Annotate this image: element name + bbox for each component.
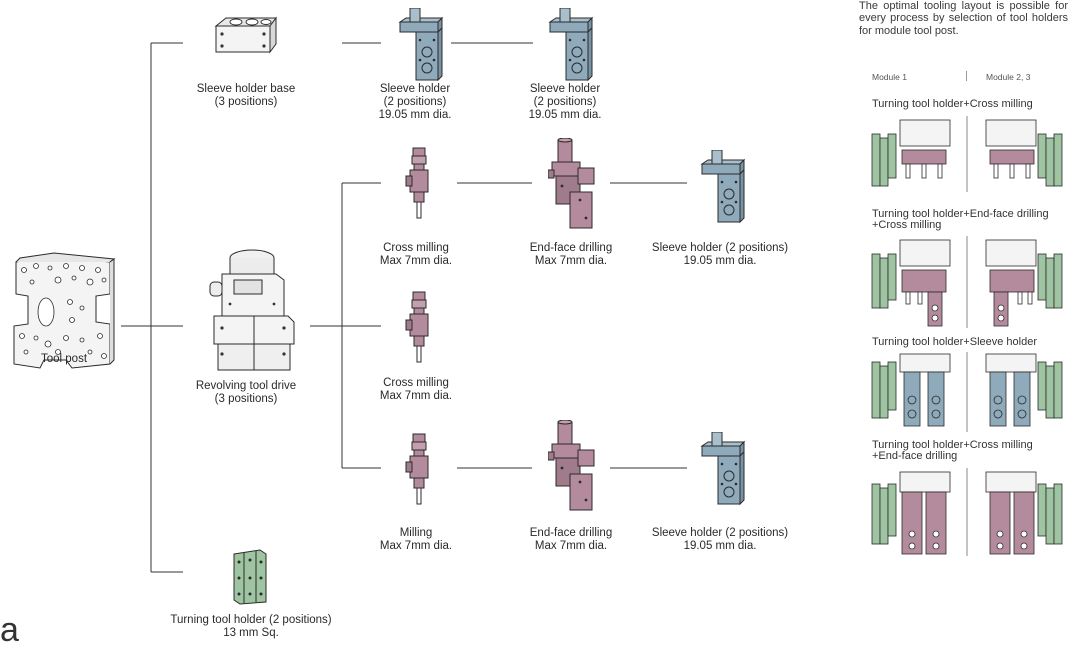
sleeve-holder-image: [548, 8, 594, 82]
config-title-turning-end-face-cross: Turning tool holder+End-face drilling +C…: [872, 209, 1049, 231]
sleeve-holder-label: Sleeve holder (2 positions) 19.05 mm dia…: [360, 83, 470, 122]
sleeve-holder-label: Sleeve holder (2 positions) 19.05 mm dia…: [640, 527, 800, 553]
config-illustration: [870, 236, 1068, 328]
revolving-tool-drive-image: [204, 244, 300, 374]
module-2-3-heading: Module 2, 3: [986, 72, 1030, 82]
end-face-drilling-label: End-face drilling Max 7mm dia.: [516, 242, 626, 268]
cross-milling-image: [404, 290, 434, 368]
config-illustration: [870, 468, 1068, 556]
config-illustration: [870, 352, 1068, 432]
config-illustration: [870, 116, 1068, 192]
sleeve-holder-base-label: Sleeve holder base (3 positions): [180, 83, 312, 109]
cross-milling-label: Cross milling Max 7mm dia.: [366, 377, 466, 403]
module-1-heading: Module 1: [872, 72, 907, 82]
config-title-turning-cross-milling: Turning tool holder+Cross milling: [872, 99, 1033, 110]
revolving-tool-drive-label: Revolving tool drive (3 positions): [180, 380, 312, 406]
sleeve-holder-label: Sleeve holder (2 positions) 19.05 mm dia…: [640, 242, 800, 268]
figure-letter: a: [0, 612, 19, 648]
turning-tool-holder-image: [230, 548, 270, 606]
cross-milling-label: Cross milling Max 7mm dia.: [366, 242, 466, 268]
end-face-drilling-label: End-face drilling Max 7mm dia.: [516, 527, 626, 553]
tool-post-label: Tool post: [14, 353, 114, 366]
tooling-layout-note: The optimal tooling layout is possible f…: [859, 0, 1068, 37]
milling-image: [404, 432, 434, 510]
sleeve-holder-base-image: [212, 14, 280, 56]
sleeve-holder-image: [398, 8, 444, 82]
end-face-drilling-image: [548, 420, 598, 516]
config-title-turning-cross-end-face: Turning tool holder+Cross milling +End-f…: [872, 440, 1033, 462]
module-divider: [966, 71, 967, 81]
sleeve-holder-image: [700, 432, 746, 506]
config-title-turning-sleeve: Turning tool holder+Sleeve holder: [872, 337, 1037, 348]
cross-milling-image: [404, 146, 434, 224]
milling-label: Milling Max 7mm dia.: [366, 527, 466, 553]
end-face-drilling-image: [548, 138, 598, 234]
sleeve-holder-label: Sleeve holder (2 positions) 19.05 mm dia…: [510, 83, 620, 122]
sleeve-holder-image: [700, 150, 746, 224]
turning-tool-holder-label: Turning tool holder (2 positions) 13 mm …: [150, 614, 352, 640]
